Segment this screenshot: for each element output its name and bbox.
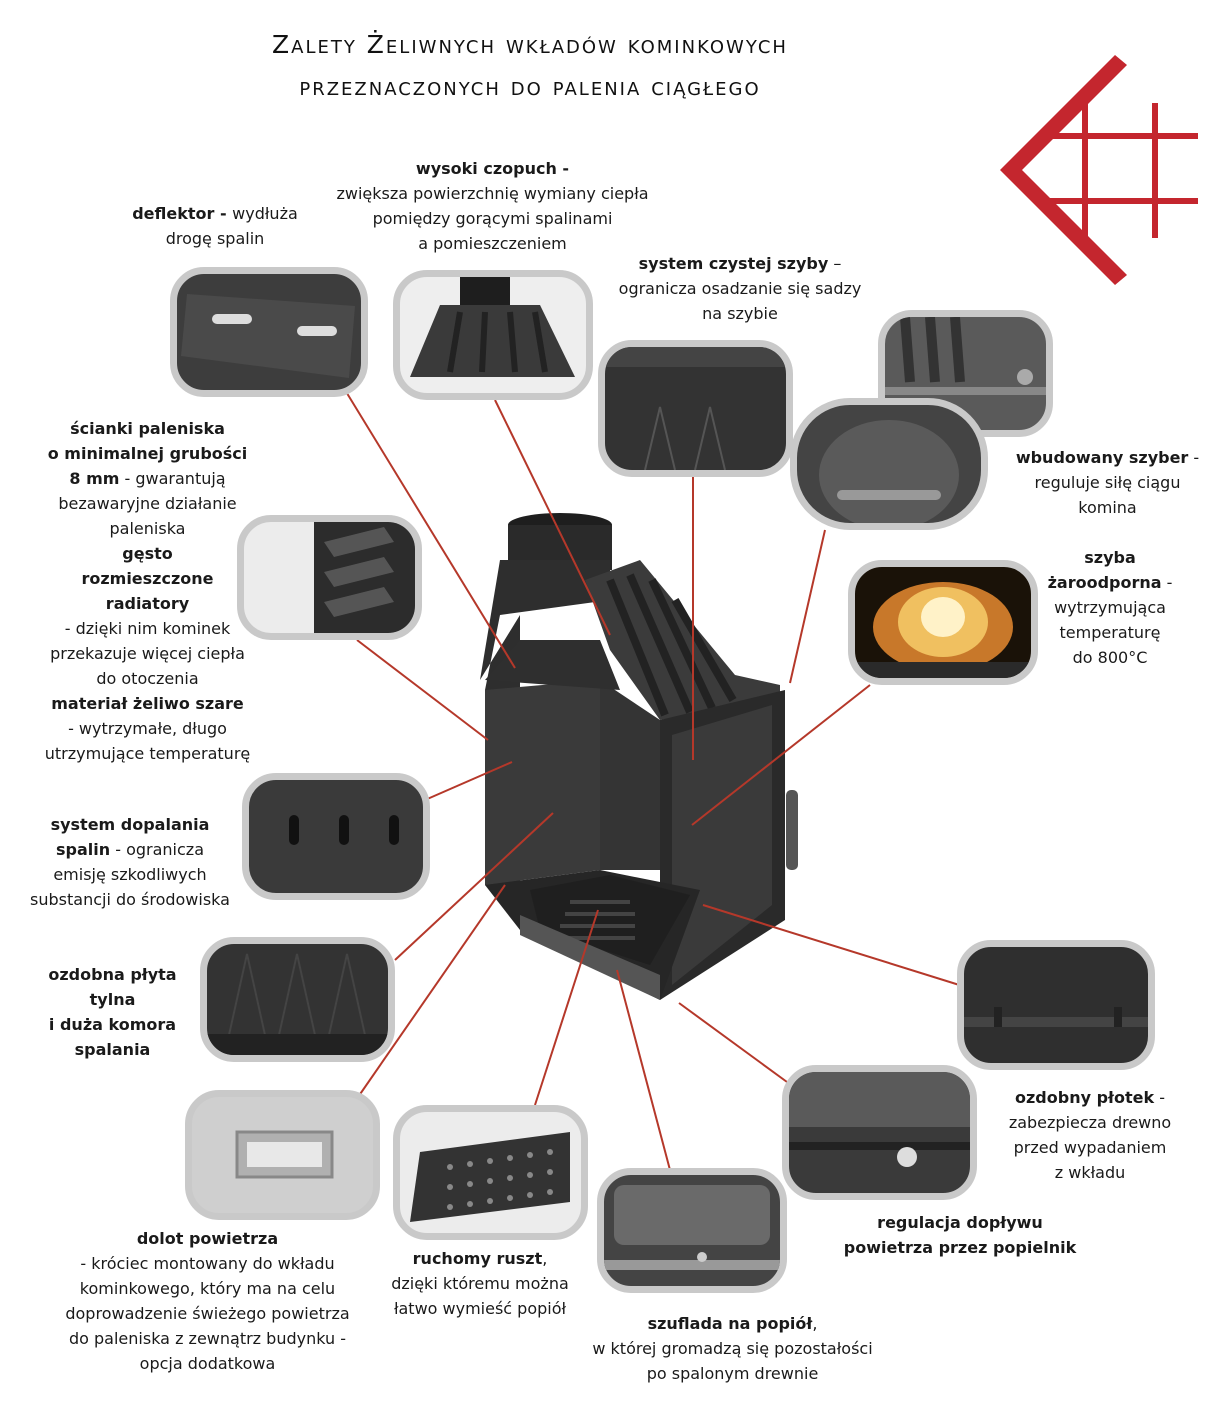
label-back-plate: ozdobna płyta tylna i duża komora spalan…	[48, 965, 177, 1059]
back-plate-thumb	[200, 937, 395, 1062]
label-fence: ozdobny płotek - zabezpiecza drewno prze…	[1008, 1088, 1172, 1182]
label-damper: wbudowany szyber - reguluje siłę ciągu k…	[1015, 448, 1200, 517]
label-walls: ścianki paleniska o minimalnej grubości …	[47, 419, 248, 538]
label-flue: wysoki czopuch - zwiększa powierzchnię w…	[336, 159, 649, 253]
deflector-thumb	[170, 267, 368, 397]
air-regulation-thumb	[782, 1065, 977, 1200]
fence-icon	[964, 1007, 1148, 1027]
fence-thumb	[957, 940, 1155, 1070]
inner-wall-icon	[605, 347, 786, 470]
leader-lines	[344, 389, 986, 1171]
damper-round-icon	[819, 420, 959, 523]
radiator-fins-icon	[314, 522, 415, 633]
radiators-thumb	[237, 515, 422, 640]
fireplace-illustration	[480, 513, 798, 1000]
label-ash-drawer: szuflada na popiół, w której gromadzą si…	[592, 1314, 873, 1383]
afterburn-slots-icon	[289, 815, 399, 845]
label-deflector: deflektor - wydłuża drogę spalin	[132, 204, 298, 248]
page-title-line1: Zalety Żeliwnych wkładów kominkowych	[272, 30, 788, 59]
deflector-plate-icon	[181, 294, 355, 378]
back-plate-icon	[207, 953, 388, 1055]
air-inlet-icon	[235, 1130, 334, 1179]
label-material: materiał żeliwo szare - wytrzymałe, dług…	[44, 694, 251, 763]
page-title-line2: przeznaczonych do palenia ciągłego	[299, 72, 761, 101]
label-afterburn: system dopalania spalin - ogranicza emis…	[30, 815, 230, 909]
damper-icon	[885, 317, 1046, 395]
grate-icon	[410, 1132, 570, 1222]
label-grate: ruchomy ruszt, dzięki któremu można łatw…	[391, 1249, 569, 1318]
flue-thumb	[393, 270, 593, 400]
clean-glass-thumb	[598, 340, 793, 477]
brand-logo-icon	[1000, 55, 1198, 285]
glass-fire-thumb	[848, 560, 1038, 685]
air-inlet-thumb	[185, 1090, 380, 1220]
flame-icon	[855, 582, 1031, 678]
air-regulation-icon	[789, 1072, 970, 1167]
ash-drawer-thumb	[597, 1168, 787, 1293]
label-glass: szyba żaroodporna - wytrzymująca tempera…	[1047, 548, 1173, 667]
grate-thumb	[393, 1105, 588, 1240]
label-clean-glass: system czystej szyby – ogranicza osadzan…	[618, 254, 862, 323]
ash-drawer-icon	[604, 1185, 780, 1270]
label-air-inlet: dolot powietrza - króciec montowany do w…	[65, 1229, 350, 1373]
damper-round-thumb	[790, 398, 988, 530]
label-air-regulation: regulacja dopływu powietrza przez popiel…	[843, 1213, 1077, 1257]
flue-icon	[410, 277, 575, 377]
afterburn-thumb	[242, 773, 430, 900]
label-radiators: gęsto rozmieszczone radiatory - dzięki n…	[50, 544, 245, 688]
